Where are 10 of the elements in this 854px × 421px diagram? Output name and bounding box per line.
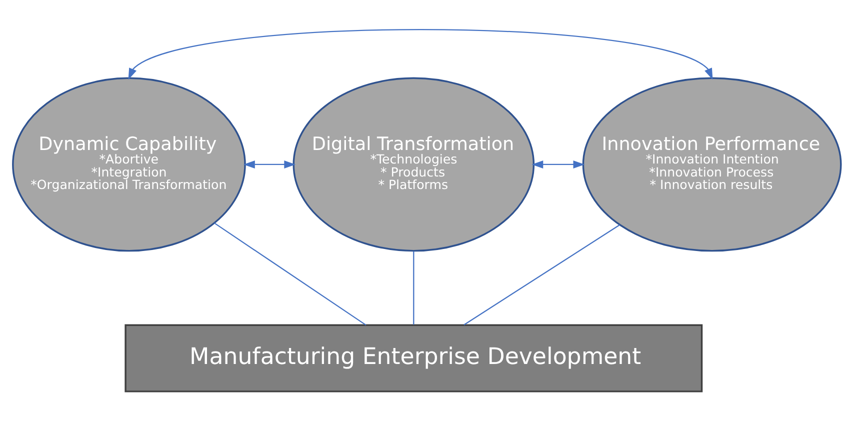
arrow — [128, 29, 713, 80]
node-ellipse: Dynamic Capability *Abortive *Integration *Organizational Transformation — [12, 77, 246, 252]
node-box: Manufacturing Enterprise Development — [124, 324, 703, 392]
connector — [464, 224, 620, 326]
connector — [413, 251, 414, 325]
arrow — [243, 160, 296, 168]
node-ellipse: Innovation Performance *Innovation Intention *Innovation Process * Innovation results — [582, 77, 842, 252]
node-ellipse: Digital Transformation *Technologies * Products * Platforms — [292, 77, 535, 252]
connector — [214, 222, 366, 326]
arrow — [532, 160, 585, 168]
